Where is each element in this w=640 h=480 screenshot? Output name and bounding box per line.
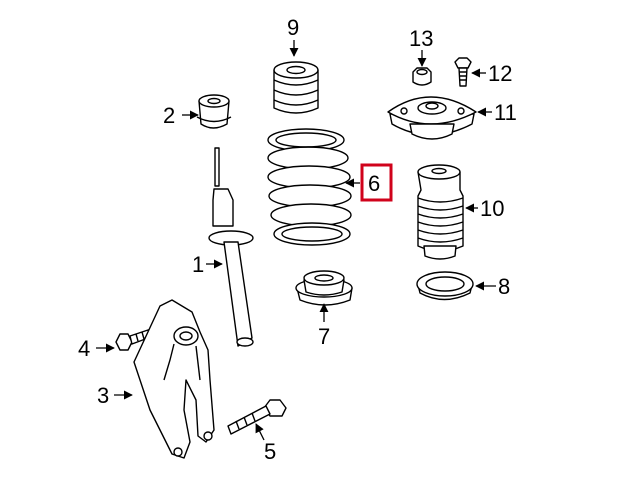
- upper-mount-part: [387, 96, 477, 140]
- callout-1: 1: [192, 252, 204, 277]
- callout-6-highlight-box: [360, 163, 393, 202]
- bump-stop-part: [273, 61, 319, 114]
- callout-10: 10: [480, 196, 504, 221]
- callout-3: 3: [97, 383, 109, 408]
- callout-12: 12: [488, 61, 512, 86]
- callout-13: 13: [409, 26, 433, 51]
- bushing-part: [196, 94, 232, 129]
- bracket-part: [133, 299, 215, 459]
- lower-spring-seat-part: [295, 270, 353, 306]
- shock-absorber-part: [208, 147, 254, 347]
- spring-isolator-part: [416, 271, 474, 301]
- callout-9: 9: [287, 15, 299, 40]
- callout-7: 7: [318, 324, 330, 349]
- leader-lines: [96, 40, 496, 441]
- small-bolt-part: [454, 57, 472, 87]
- long-bolt-part: [227, 399, 287, 435]
- callout-5: 5: [264, 439, 276, 464]
- nut-part: [412, 67, 432, 86]
- callout-8: 8: [498, 274, 510, 299]
- callouts: 1 2 3 4 5 6 7 8 9 10 11 12 13: [78, 15, 517, 464]
- callout-11: 11: [494, 100, 517, 125]
- callout-6: 6: [368, 171, 380, 196]
- callout-4: 4: [78, 336, 90, 361]
- dust-boot-part: [417, 164, 464, 260]
- coil-spring-part: [267, 128, 352, 246]
- callout-2: 2: [163, 103, 175, 128]
